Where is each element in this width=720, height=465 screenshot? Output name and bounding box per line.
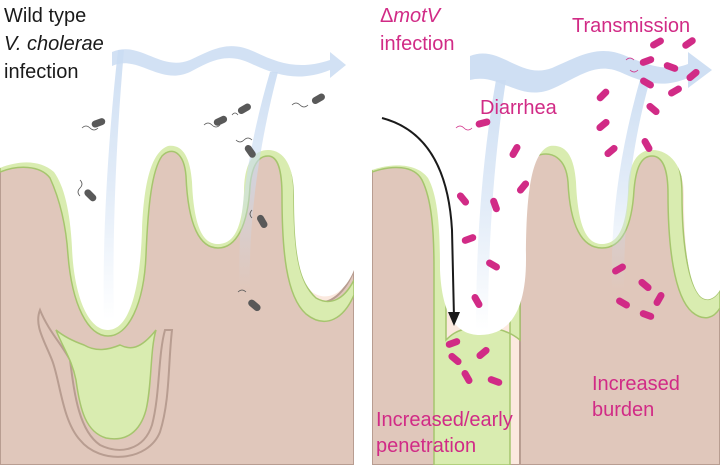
mutant-bacterium bbox=[448, 352, 462, 366]
mutant-bacterium bbox=[629, 56, 655, 73]
mutant-bacterium bbox=[663, 62, 679, 72]
left-panel bbox=[0, 0, 354, 465]
mutant-bacterium bbox=[640, 77, 654, 89]
left-title-line-1: Wild type bbox=[4, 5, 87, 27]
mutant-bacterium bbox=[461, 234, 477, 244]
wt-bacterium bbox=[249, 209, 268, 228]
mutant-bacterium bbox=[604, 144, 618, 158]
panel-divider bbox=[354, 0, 372, 465]
mutant-bacterium bbox=[461, 370, 473, 384]
gene-name: motV bbox=[393, 5, 441, 27]
left-title-line-3: infection bbox=[4, 61, 79, 83]
mutant-bacterium bbox=[646, 102, 660, 116]
mutant-bacterium bbox=[616, 297, 630, 309]
wt-bacterium bbox=[203, 115, 228, 128]
wt-bacterium bbox=[231, 103, 251, 116]
mutant-bacterium bbox=[625, 37, 664, 61]
right-panel bbox=[372, 0, 720, 465]
mutant-bacterium bbox=[596, 88, 610, 102]
burden-label-line-2: burden bbox=[592, 399, 655, 421]
penetration-arrow-head bbox=[448, 312, 460, 326]
wt-bacterium bbox=[81, 118, 106, 131]
wt-bacterium bbox=[237, 289, 261, 312]
mutant-bacterium bbox=[612, 263, 626, 275]
mutant-bacterium bbox=[596, 118, 610, 132]
mutant-bacterium bbox=[490, 197, 500, 213]
mutant-bacterium bbox=[653, 292, 665, 306]
mutant-bacterium bbox=[455, 118, 491, 131]
right-title-line-2: infection bbox=[380, 33, 455, 55]
mutant-bacteria-group bbox=[445, 37, 700, 386]
mutant-bacterium bbox=[641, 138, 653, 152]
mutant-bacterium bbox=[682, 37, 696, 49]
mutant-bacterium bbox=[668, 85, 682, 97]
mutant-bacterium bbox=[686, 68, 700, 82]
penetration-label-line-2: penetration bbox=[376, 435, 477, 457]
left-flow-column-1 bbox=[103, 50, 124, 320]
left-title-line-2: V. cholerae bbox=[4, 33, 104, 55]
left-lumen bbox=[0, 0, 354, 330]
left-crypt-mucus bbox=[55, 329, 157, 440]
penetration-arrow bbox=[381, 117, 455, 319]
right-lumen bbox=[372, 0, 720, 335]
mutant-bacterium bbox=[638, 278, 652, 292]
right-flow-column-2 bbox=[611, 80, 650, 290]
mutant-bacterium bbox=[487, 376, 503, 386]
left-crypt-band bbox=[37, 307, 174, 458]
mutant-bacterium bbox=[476, 346, 490, 360]
mutant-bacterium bbox=[509, 144, 521, 158]
wild-type-bacteria-group bbox=[77, 93, 325, 312]
right-flow-column-1 bbox=[476, 80, 506, 330]
right-title-line-1: ΔmotV bbox=[380, 4, 440, 28]
burden-label-line-1: Increased bbox=[592, 373, 680, 395]
left-flow-wave-arrow bbox=[112, 46, 346, 78]
wt-bacterium bbox=[235, 137, 256, 158]
left-flow-column-2 bbox=[239, 72, 278, 290]
mutant-bacterium bbox=[639, 310, 655, 320]
delta-symbol: Δ bbox=[380, 5, 394, 27]
diarrhea-label: Diarrhea bbox=[480, 97, 557, 119]
transmission-label: Transmission bbox=[572, 15, 691, 37]
wt-bacterium bbox=[77, 179, 97, 202]
mutant-bacterium bbox=[456, 192, 470, 206]
penetration-label-line-1: Increased/early bbox=[376, 409, 513, 431]
mutant-bacterium bbox=[516, 180, 530, 194]
mutant-bacterium bbox=[445, 338, 461, 348]
wt-bacterium bbox=[291, 93, 325, 108]
mutant-bacterium bbox=[471, 294, 483, 308]
mutant-bacterium bbox=[486, 259, 500, 271]
